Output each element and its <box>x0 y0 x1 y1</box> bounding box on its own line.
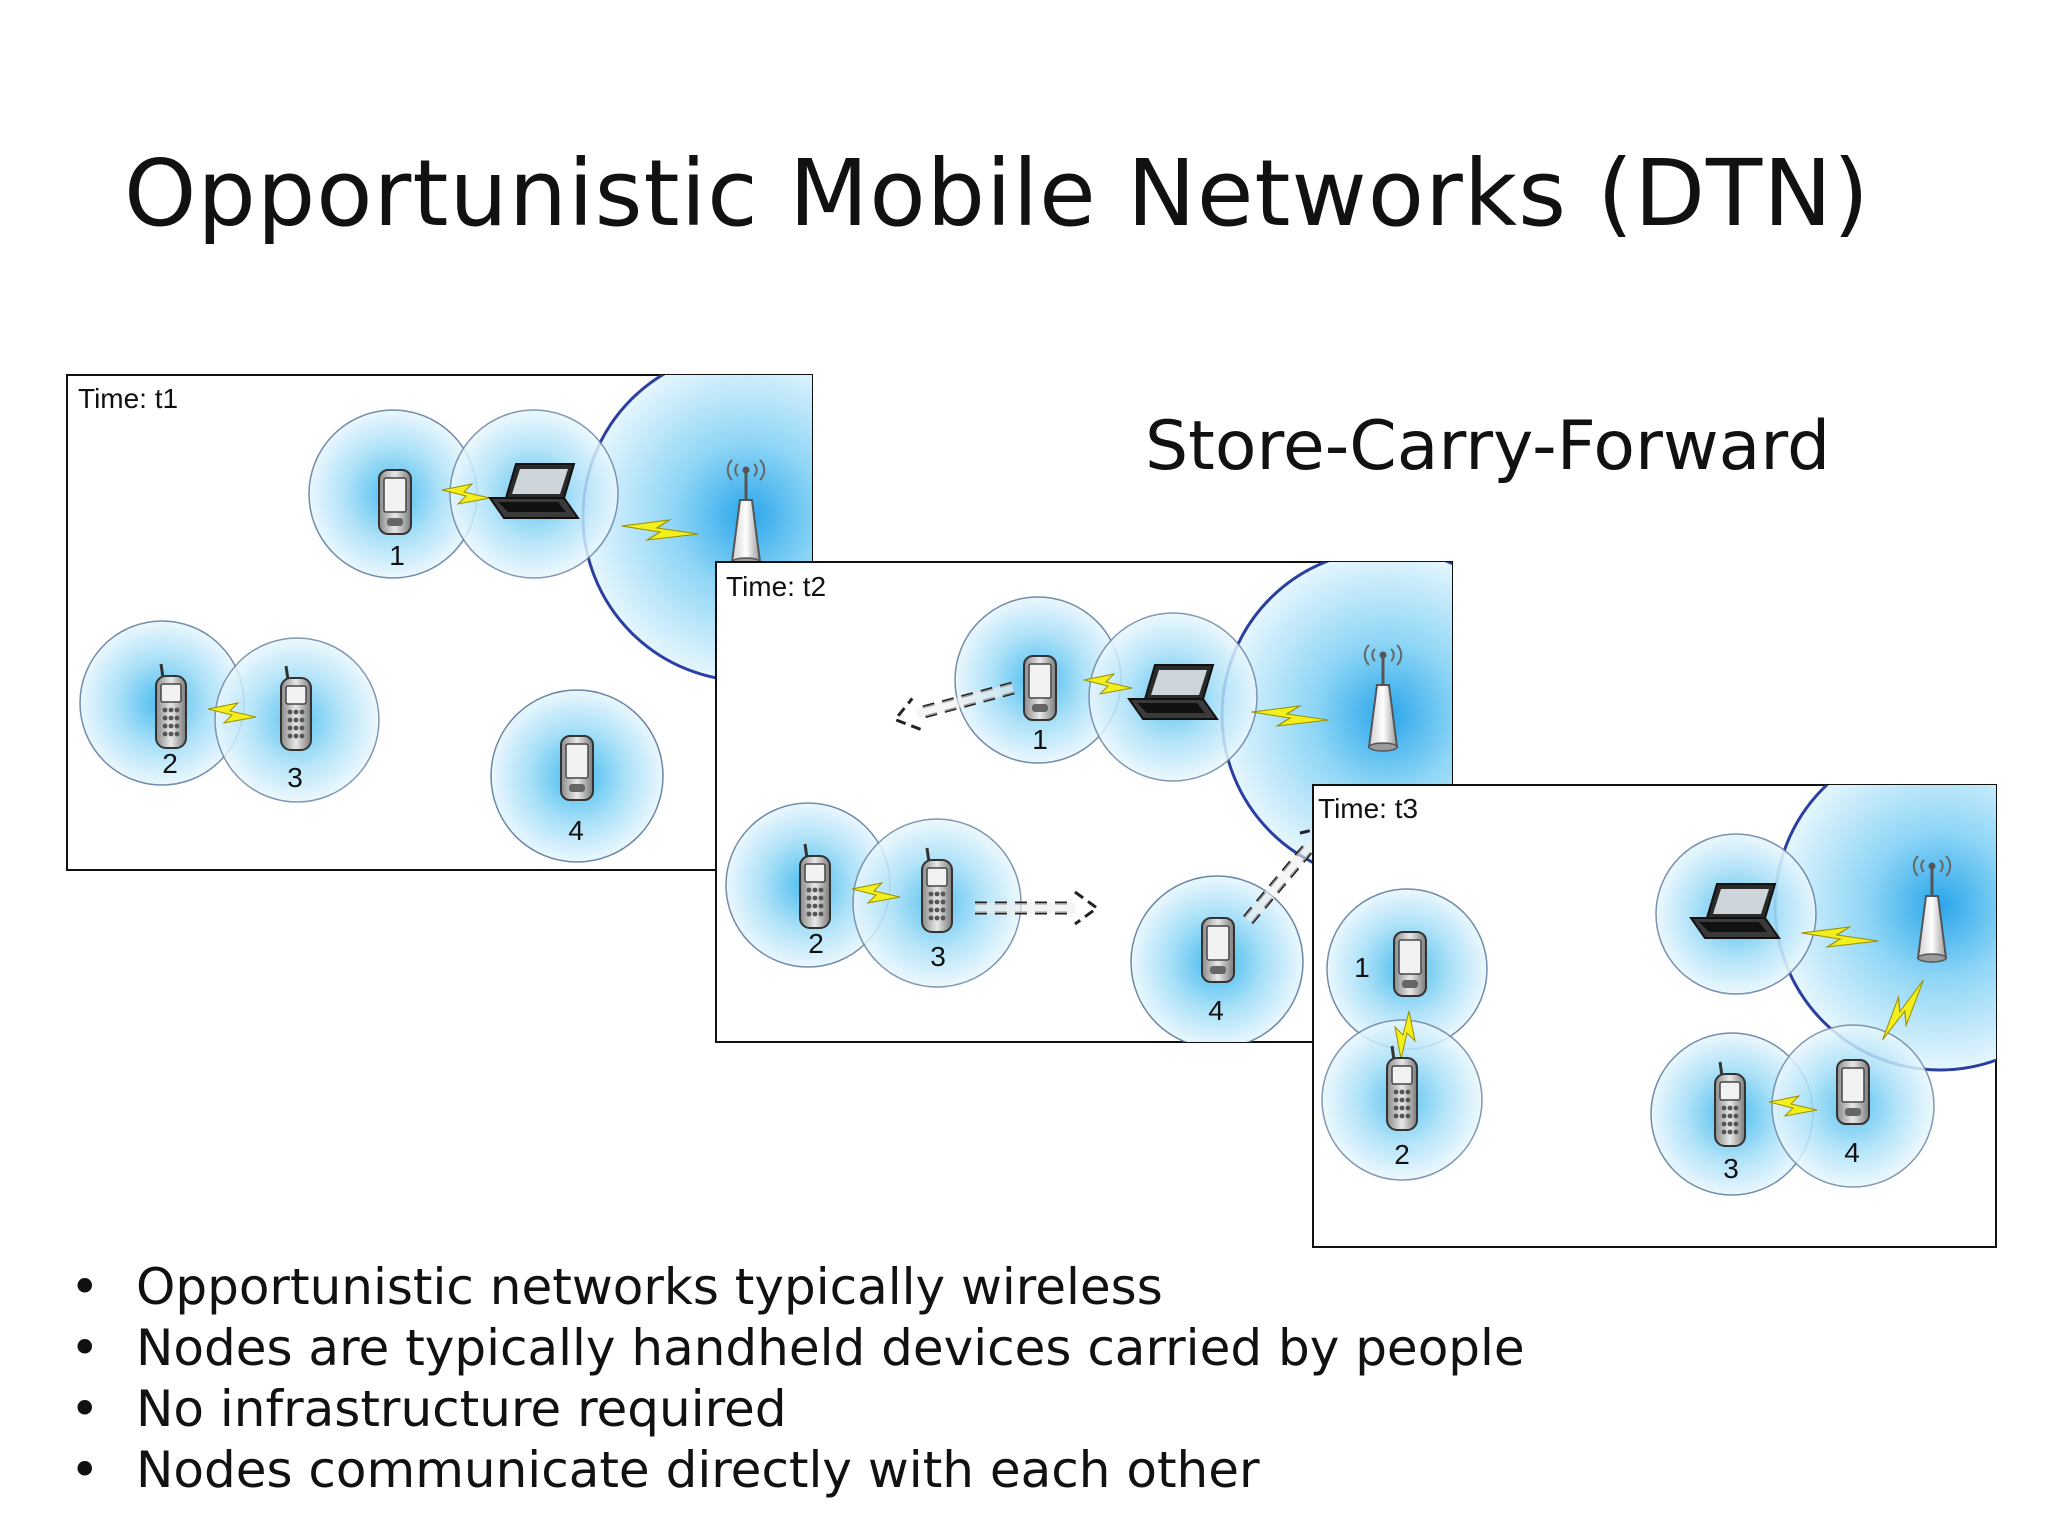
bullet-list: • Opportunistic networks typically wirele… <box>70 1257 1525 1501</box>
node-label: 4 <box>1208 995 1224 1026</box>
cell-phone-icon <box>1385 1044 1419 1132</box>
bullet-glyph: • <box>70 1441 100 1499</box>
bullet-text: No infrastructure required <box>136 1380 787 1438</box>
bullet-item: • Nodes communicate directly with each ot… <box>70 1440 1525 1501</box>
cell-phone-icon <box>920 846 954 934</box>
time-label-t2: Time: t2 <box>726 571 826 602</box>
cell-phone-icon <box>1713 1060 1747 1148</box>
slide-subtitle: Store-Carry-Forward <box>1145 407 1831 486</box>
time-label-t3: Time: t3 <box>1318 793 1418 824</box>
bullet-glyph: • <box>70 1258 100 1316</box>
bullet-item: • No infrastructure required <box>70 1379 1525 1440</box>
bullet-item: • Opportunistic networks typically wirele… <box>70 1257 1525 1318</box>
bullet-text: Nodes communicate directly with each oth… <box>136 1441 1260 1499</box>
pda-icon <box>1393 931 1427 997</box>
cell-phone-icon <box>798 842 832 930</box>
node-label: 2 <box>1394 1139 1410 1170</box>
pda-icon <box>1201 917 1235 983</box>
pda-icon <box>378 469 412 535</box>
bullet-item: • Nodes are typically handheld devices ca… <box>70 1318 1525 1379</box>
node-label: 1 <box>1032 724 1048 755</box>
slide-title: Opportunistic Mobile Networks (DTN) <box>124 140 1870 247</box>
bullet-glyph: • <box>70 1319 100 1377</box>
panel-t3: Time: t3 1 2 3 4 <box>1312 784 1997 1248</box>
bullet-text: Nodes are typically handheld devices car… <box>136 1319 1525 1377</box>
node-label: 2 <box>162 748 178 779</box>
pda-icon <box>560 735 594 801</box>
bullet-text: Opportunistic networks typically wireles… <box>136 1258 1163 1316</box>
node-label: 4 <box>1844 1137 1860 1168</box>
node-label: 4 <box>568 815 584 846</box>
node-label: 3 <box>287 762 303 793</box>
panel-t1: Time: t1 1 2 3 4 <box>66 374 813 871</box>
node-label: 3 <box>1723 1153 1739 1184</box>
pda-icon <box>1836 1059 1870 1125</box>
time-label-t1: Time: t1 <box>78 383 178 414</box>
node-label: 1 <box>1354 952 1370 983</box>
node-label: 2 <box>808 928 824 959</box>
pda-icon <box>1023 655 1057 721</box>
bullet-glyph: • <box>70 1380 100 1438</box>
cell-phone-icon <box>154 662 188 750</box>
node-label: 1 <box>389 540 405 571</box>
node-label: 3 <box>930 941 946 972</box>
cell-phone-icon <box>279 664 313 752</box>
